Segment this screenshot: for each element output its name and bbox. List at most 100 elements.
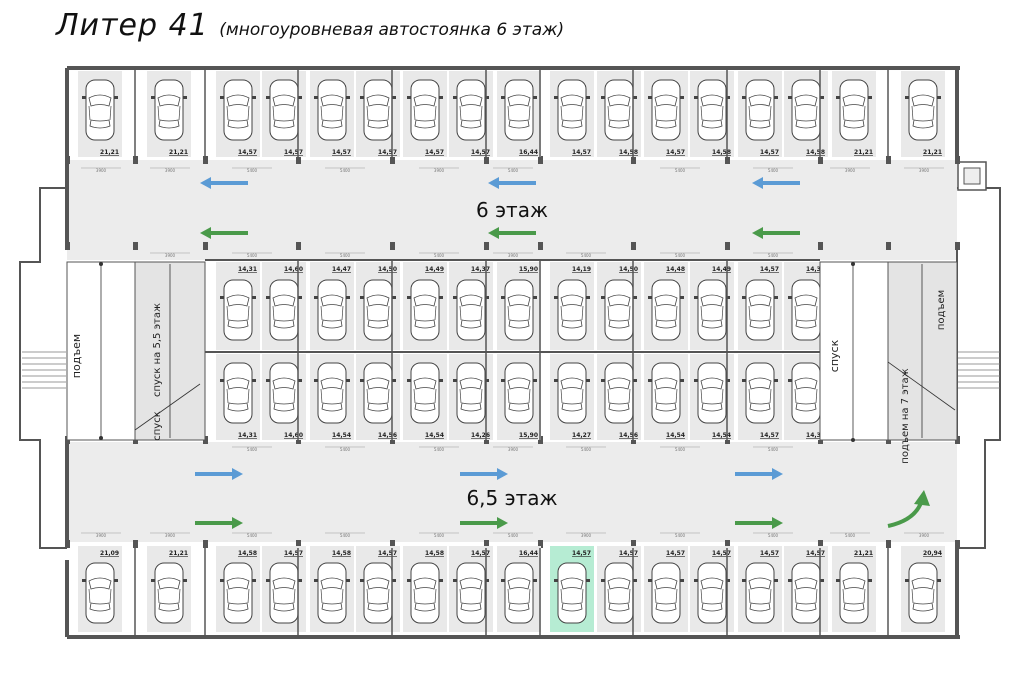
dim-label-bottom: 3900 — [165, 533, 176, 538]
car — [788, 79, 824, 141]
car-rear-window — [508, 319, 530, 329]
car — [314, 79, 350, 141]
dim-label-top: 3900 — [434, 168, 445, 173]
car-side-left — [700, 588, 703, 604]
car-windshield — [507, 577, 531, 590]
car-rear-window — [158, 119, 180, 129]
car — [220, 562, 256, 624]
column — [203, 242, 208, 250]
car-side-left — [226, 105, 229, 121]
car-mirror-left — [554, 296, 558, 299]
car-rear-window — [460, 602, 482, 612]
car-mirror-left — [151, 96, 155, 99]
car-body — [745, 562, 775, 624]
car-rear-window — [561, 119, 583, 129]
car — [501, 362, 537, 424]
car-body — [557, 79, 587, 141]
car-mirror-left — [905, 579, 909, 582]
bay-area-label: 21,21 — [169, 550, 188, 557]
bay-area-label: 14,58 — [332, 550, 351, 557]
car-windshield — [272, 577, 296, 590]
car-mirror-left — [836, 96, 840, 99]
arrow-head — [752, 227, 763, 239]
car-windshield — [88, 94, 112, 107]
car-side-right — [247, 105, 250, 121]
ramp-dot — [851, 262, 855, 266]
car-side-right — [480, 305, 483, 321]
car-side-right — [628, 105, 631, 121]
car-body — [504, 279, 534, 341]
car-windshield — [842, 577, 866, 590]
bay-area-label: 14,37 — [471, 266, 490, 273]
car-mirror-right — [680, 296, 684, 299]
car-side-left — [560, 105, 563, 121]
car-body — [557, 362, 587, 424]
car-rear-window — [321, 119, 343, 129]
car-body — [839, 79, 869, 141]
car-mirror-right — [726, 579, 730, 582]
dim-label-top: 3900 — [919, 168, 930, 173]
car-rear-window — [273, 402, 295, 412]
column — [390, 540, 395, 548]
column — [538, 540, 543, 548]
car-windshield — [794, 577, 818, 590]
bay-area-label: 14,56 — [378, 432, 397, 439]
bay-area-label: 21,09 — [100, 550, 119, 557]
car-mirror-right — [392, 379, 396, 382]
car-body — [456, 562, 486, 624]
car-side-left — [654, 588, 657, 604]
column — [886, 540, 891, 548]
bay-area-label: 16,44 — [519, 550, 538, 557]
car-side-left — [320, 105, 323, 121]
car-body — [269, 79, 299, 141]
car-mirror-left — [742, 579, 746, 582]
bay-area-label: 16,44 — [519, 149, 538, 156]
car-body — [223, 279, 253, 341]
car-windshield — [560, 94, 584, 107]
car-mirror-right — [868, 579, 872, 582]
car-side-left — [366, 588, 369, 604]
car — [220, 362, 256, 424]
car-windshield — [366, 577, 390, 590]
car-mirror-right — [439, 296, 443, 299]
car-side-left — [413, 588, 416, 604]
bay-area-label: 15,90 — [519, 266, 538, 273]
car-mirror-left — [453, 379, 457, 382]
car-windshield — [607, 94, 631, 107]
car-rear-window — [795, 402, 817, 412]
car-body — [410, 279, 440, 341]
car — [151, 562, 187, 624]
car-side-left — [226, 388, 229, 404]
car — [266, 562, 302, 624]
dim-label-bottom: 5400 — [434, 533, 445, 538]
car-rear-window — [655, 602, 677, 612]
car-windshield — [413, 294, 437, 307]
car — [266, 279, 302, 341]
car-mirror-left — [694, 96, 698, 99]
car-side-right — [387, 588, 390, 604]
car-mirror-left — [601, 379, 605, 382]
car-side-left — [794, 105, 797, 121]
ramp-dot — [99, 262, 103, 266]
column — [65, 540, 70, 548]
arrow-head — [488, 227, 499, 239]
bay-area-label: 14,48 — [666, 266, 685, 273]
arrow-head — [488, 177, 499, 189]
car-mirror-right — [680, 579, 684, 582]
bay-area-label: 14,60 — [284, 432, 303, 439]
dim-label-mid-upper: 5400 — [675, 253, 686, 258]
elevator-car — [963, 167, 981, 185]
car-rear-window — [701, 402, 723, 412]
car-windshield — [560, 294, 584, 307]
dim-label-bottom: 5400 — [675, 533, 686, 538]
car-side-left — [459, 588, 462, 604]
car-body — [604, 362, 634, 424]
car-mirror-right — [937, 96, 941, 99]
car-rear-window — [749, 119, 771, 129]
dim-label-mid-upper: 5400 — [247, 253, 258, 258]
car — [648, 362, 684, 424]
car — [836, 79, 872, 141]
car-mirror-left — [648, 379, 652, 382]
dim-label-bottom: 5400 — [508, 533, 519, 538]
car-side-right — [341, 388, 344, 404]
